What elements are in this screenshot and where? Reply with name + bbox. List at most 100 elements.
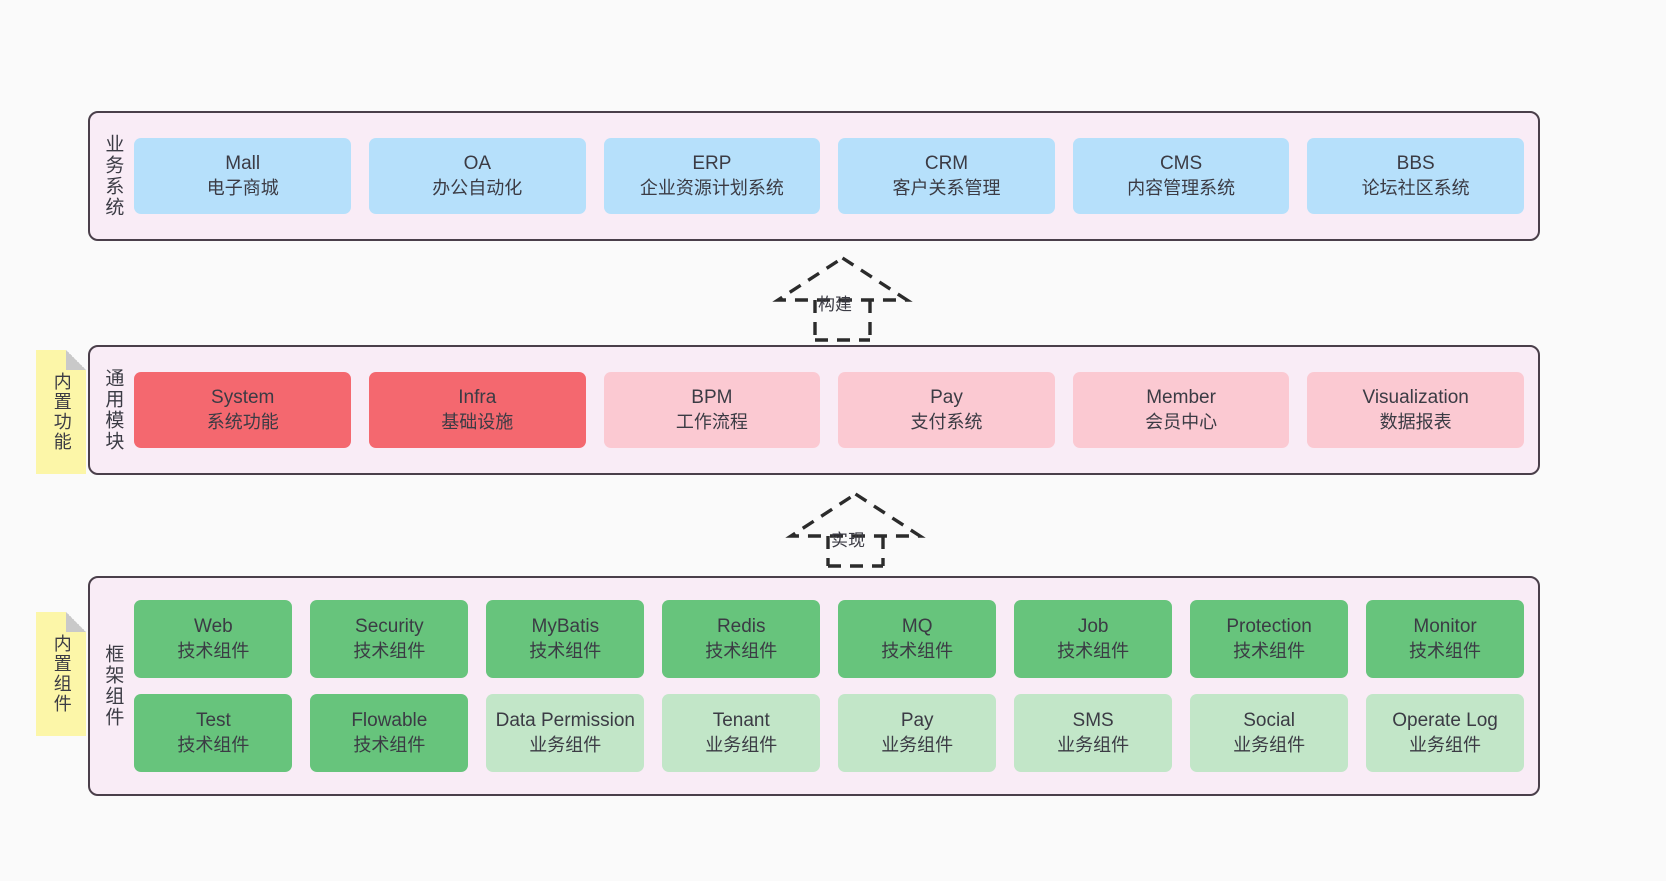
card-subtitle: 技术组件 — [177, 640, 250, 661]
card-operate-log[interactable]: Operate Log 业务组件 — [1366, 694, 1525, 772]
card-subtitle: 业务组件 — [1233, 734, 1306, 755]
card-subtitle: 业务组件 — [881, 734, 954, 755]
card-subtitle: 数据报表 — [1379, 411, 1452, 432]
card-title: Monitor — [1413, 616, 1477, 638]
card-row: System 系统功能 Infra 基础设施 BPM 工作流程 Pay 支付系统… — [134, 372, 1524, 448]
card-data-permission[interactable]: Data Permission 业务组件 — [486, 694, 645, 772]
card-crm[interactable]: CRM 客户关系管理 — [838, 138, 1055, 214]
card-title: OA — [463, 153, 492, 175]
card-member[interactable]: Member 会员中心 — [1072, 372, 1290, 448]
card-infra[interactable]: Infra 基础设施 — [369, 372, 586, 448]
layer-title-business: 业务系统 — [102, 134, 124, 218]
card-mall[interactable]: Mall 电子商城 — [134, 138, 351, 214]
sticky-note-builtin-components: 内置组件 — [36, 612, 86, 736]
card-test[interactable]: Test 技术组件 — [134, 694, 293, 772]
card-subtitle: 技术组件 — [1233, 640, 1306, 661]
card-subtitle: 技术组件 — [1409, 640, 1482, 661]
layer-framework-components: 框架组件 Web 技术组件 Security 技术组件 MyBatis 技术组件… — [88, 576, 1540, 796]
card-row: Mall 电子商城 OA 办公自动化 ERP 企业资源计划系统 CRM 客户关系… — [134, 138, 1524, 214]
card-subtitle: 系统功能 — [206, 411, 279, 432]
card-row: Test 技术组件 Flowable 技术组件 Data Permission … — [134, 694, 1525, 772]
card-bbs[interactable]: BBS 论坛社区系统 — [1307, 138, 1524, 214]
card-web[interactable]: Web 技术组件 — [134, 600, 293, 678]
card-security[interactable]: Security 技术组件 — [310, 600, 469, 678]
card-title: Operate Log — [1392, 710, 1498, 732]
card-title: BBS — [1396, 153, 1435, 175]
card-title: Infra — [458, 387, 497, 409]
card-title: MQ — [901, 616, 933, 638]
card-subtitle: 办公自动化 — [432, 177, 523, 198]
card-title: Redis — [716, 616, 766, 638]
card-title: Member — [1146, 387, 1216, 409]
layer-title-framework: 框架组件 — [102, 644, 124, 728]
card-tenant[interactable]: Tenant 业务组件 — [662, 694, 821, 772]
card-title: Pay — [900, 710, 934, 732]
card-pay-component[interactable]: Pay 业务组件 — [838, 694, 997, 772]
card-subtitle: 会员中心 — [1145, 411, 1218, 432]
card-subtitle: 客户关系管理 — [892, 177, 1001, 198]
card-subtitle: 电子商城 — [206, 177, 279, 198]
card-job[interactable]: Job 技术组件 — [1014, 600, 1173, 678]
card-erp[interactable]: ERP 企业资源计划系统 — [603, 138, 821, 214]
card-subtitle: 技术组件 — [1057, 640, 1130, 661]
card-subtitle: 技术组件 — [881, 640, 954, 661]
card-subtitle: 论坛社区系统 — [1361, 177, 1470, 198]
card-social[interactable]: Social 业务组件 — [1190, 694, 1349, 772]
card-protection[interactable]: Protection 技术组件 — [1190, 600, 1349, 678]
layer-title-common: 通用模块 — [102, 368, 124, 452]
card-subtitle: 技术组件 — [177, 734, 250, 755]
card-monitor[interactable]: Monitor 技术组件 — [1366, 600, 1525, 678]
card-sms[interactable]: SMS 业务组件 — [1014, 694, 1173, 772]
card-title: CMS — [1159, 153, 1203, 175]
connector-realize: 实现 — [768, 488, 943, 568]
card-title: Visualization — [1362, 387, 1469, 409]
card-subtitle: 技术组件 — [353, 734, 426, 755]
card-mq[interactable]: MQ 技术组件 — [838, 600, 997, 678]
connector-label-build: 构建 — [818, 295, 852, 314]
card-system[interactable]: System 系统功能 — [134, 372, 351, 448]
card-pay-module[interactable]: Pay 支付系统 — [838, 372, 1055, 448]
card-title: Data Permission — [495, 710, 635, 732]
layer-body-framework: Web 技术组件 Security 技术组件 MyBatis 技术组件 Redi… — [132, 578, 1538, 794]
layer-body-common: System 系统功能 Infra 基础设施 BPM 工作流程 Pay 支付系统… — [132, 347, 1538, 473]
card-title: Protection — [1226, 616, 1312, 638]
card-subtitle: 内容管理系统 — [1127, 177, 1236, 198]
layer-business-system: 业务系统 Mall 电子商城 OA 办公自动化 ERP 企业资源计划系统 CRM… — [88, 111, 1540, 241]
card-title: Social — [1243, 710, 1295, 732]
card-subtitle: 技术组件 — [529, 640, 602, 661]
card-flowable[interactable]: Flowable 技术组件 — [310, 694, 469, 772]
card-title: ERP — [692, 153, 732, 175]
card-row: Web 技术组件 Security 技术组件 MyBatis 技术组件 Redi… — [134, 600, 1525, 678]
card-cms[interactable]: CMS 内容管理系统 — [1072, 138, 1290, 214]
card-subtitle: 业务组件 — [529, 734, 602, 755]
card-title: Pay — [930, 387, 963, 409]
connector-label-realize: 实现 — [831, 531, 865, 550]
card-title: Mall — [225, 153, 261, 175]
card-subtitle: 技术组件 — [705, 640, 778, 661]
card-title: BPM — [691, 387, 733, 409]
card-subtitle: 工作流程 — [675, 411, 748, 432]
card-subtitle: 企业资源计划系统 — [639, 177, 784, 198]
connector-build: 构建 — [755, 252, 930, 342]
card-visualization[interactable]: Visualization 数据报表 — [1307, 372, 1524, 448]
layer-common-modules: 通用模块 System 系统功能 Infra 基础设施 BPM 工作流程 Pay… — [88, 345, 1540, 475]
card-title: Security — [355, 616, 424, 638]
card-subtitle: 业务组件 — [705, 734, 778, 755]
card-title: Job — [1077, 616, 1109, 638]
card-subtitle: 支付系统 — [910, 411, 983, 432]
card-title: MyBatis — [531, 616, 600, 638]
card-title: System — [211, 387, 275, 409]
realization-arrow-icon — [785, 491, 926, 568]
card-subtitle: 业务组件 — [1057, 734, 1130, 755]
card-bpm[interactable]: BPM 工作流程 — [603, 372, 821, 448]
card-redis[interactable]: Redis 技术组件 — [662, 600, 821, 678]
card-title: SMS — [1072, 710, 1114, 732]
card-subtitle: 基础设施 — [441, 411, 514, 432]
card-title: Tenant — [712, 710, 770, 732]
card-title: Web — [194, 616, 233, 638]
card-title: Flowable — [351, 710, 428, 732]
layer-body-business: Mall 电子商城 OA 办公自动化 ERP 企业资源计划系统 CRM 客户关系… — [132, 113, 1538, 239]
card-mybatis[interactable]: MyBatis 技术组件 — [486, 600, 645, 678]
card-oa[interactable]: OA 办公自动化 — [369, 138, 586, 214]
